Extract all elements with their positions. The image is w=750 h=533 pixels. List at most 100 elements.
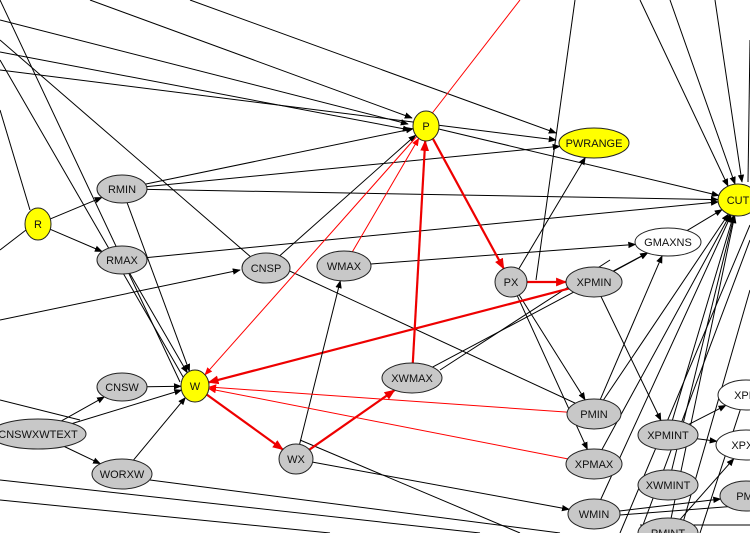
edge-xpmax-to-cut [601, 213, 731, 450]
node-pwrange[interactable]: PWRANGE [558, 127, 630, 159]
node-w[interactable]: W [180, 369, 210, 403]
edge-worxw-to-w [133, 396, 186, 461]
edge-cnsp-to-p [279, 134, 417, 257]
node-xwmax[interactable]: XWMAX [381, 362, 443, 394]
node-label: WORXW [100, 469, 145, 481]
node-gmaxns[interactable]: GMAXNS [634, 227, 702, 257]
node-label: WX [287, 454, 305, 466]
node-wx[interactable]: WX [278, 443, 314, 475]
edge-wx-to-wmin [312, 461, 570, 512]
edge-px-to-pmin [518, 294, 586, 401]
node-shape [278, 443, 314, 475]
node-xpmax[interactable]: XPMAX [565, 448, 623, 480]
node-shape [558, 127, 630, 159]
edge-xpmint-to-cut [671, 214, 735, 421]
node-label: XPMINT [647, 430, 689, 442]
stray-edge [429, 0, 521, 117]
node-label: CNSWXWTEXT [0, 429, 78, 441]
node-cut[interactable]: CUT [717, 183, 750, 217]
node-label: PWRANGE [566, 138, 623, 150]
node-worxw[interactable]: WORXW [91, 458, 153, 490]
stray-edge [254, 254, 591, 411]
node-shape [565, 448, 623, 480]
stray-edge [0, 499, 331, 533]
node-label: PMI [736, 491, 750, 503]
node-wmax[interactable]: WMAX [316, 250, 372, 282]
stray-edge [0, 39, 253, 259]
node-label: CUT [727, 195, 750, 207]
edge-cnswxwtext-to-cnsw [61, 396, 105, 422]
edge-r-to-rmin [50, 196, 103, 220]
edge-wmin-to-pmi [619, 496, 722, 512]
node-shape [567, 498, 621, 530]
node-label: PX [504, 277, 519, 289]
stray-edge [0, 109, 31, 211]
node-shape [637, 517, 699, 533]
node-xpmin[interactable]: XPMIN [565, 266, 623, 298]
node-cnsp[interactable]: CNSP [241, 252, 291, 284]
node-label: PMINT [651, 528, 686, 533]
stray-edge [0, 399, 81, 421]
node-shape [717, 379, 750, 411]
node-shape [715, 429, 750, 461]
node-shape [96, 245, 148, 275]
edge-wmax-to-p [351, 137, 420, 252]
node-label: WMIN [579, 509, 610, 521]
edge-xpmin-to-w [207, 287, 570, 385]
stray-edge [189, 0, 557, 134]
node-shape [719, 480, 750, 512]
node-p[interactable]: P [412, 110, 440, 142]
stray-edge [299, 439, 521, 533]
stray-edge [0, 479, 481, 533]
node-rmin[interactable]: RMIN [96, 174, 148, 204]
node-label: XPMIN [577, 277, 612, 289]
edge-pmin-to-cut [603, 213, 729, 401]
edge-pmint-to-cut [670, 215, 737, 519]
node-label: XPM [734, 390, 750, 402]
edge-rmin-to-cut [146, 188, 719, 203]
node-shape [24, 207, 52, 241]
edge-rmin-to-p [145, 127, 414, 185]
edge-rmax-to-w [129, 273, 188, 374]
node-xpxv[interactable]: XPXV [715, 429, 750, 461]
node-xpmint[interactable]: XPMINT [637, 419, 699, 451]
node-xpm[interactable]: XPM [717, 379, 750, 411]
stray-edge [714, 0, 745, 183]
node-label: WMAX [327, 261, 362, 273]
node-label: GMAXNS [644, 237, 692, 249]
node-shape [494, 266, 528, 298]
node-cnsw[interactable]: CNSW [96, 372, 148, 402]
node-shape [91, 458, 153, 490]
edge-wx-to-xwmax [308, 389, 396, 451]
node-label: W [190, 381, 201, 393]
node-wmin[interactable]: WMIN [567, 498, 621, 530]
node-label: XPXV [731, 440, 750, 452]
node-pmin[interactable]: PMIN [566, 398, 622, 430]
edge-px-to-xpmax [516, 295, 588, 451]
node-rmax[interactable]: RMAX [96, 245, 148, 275]
stray-edge [0, 59, 187, 383]
node-shape [566, 398, 622, 430]
node-px[interactable]: PX [494, 266, 528, 298]
node-shape [565, 266, 623, 298]
node-shape [412, 110, 440, 142]
edge-xpmint-to-xpxv [697, 437, 718, 444]
edge-cnswxwtext-to-worxw [64, 446, 102, 465]
node-pmi[interactable]: PMI [719, 480, 750, 512]
edge-rmax-to-cut [146, 199, 719, 259]
node-pmint[interactable]: PMINT [637, 517, 699, 533]
node-shape [637, 419, 699, 451]
node-shape [96, 174, 148, 204]
edge-wx-to-wmax [299, 280, 342, 445]
edge-rmin-to-w [126, 202, 191, 373]
node-xwmint[interactable]: XWMINT [637, 469, 699, 501]
node-label: R [34, 219, 42, 231]
node-cnswxwtext[interactable]: CNSWXWTEXT [0, 418, 87, 450]
edge-cnswxwtext-to-w [72, 389, 183, 424]
stray-edge [0, 69, 557, 143]
node-shape [316, 250, 372, 282]
edge-wmax-to-gmaxns [370, 241, 637, 265]
node-label: CNSW [105, 382, 139, 394]
node-r[interactable]: R [24, 207, 52, 241]
edge-w-to-wx [206, 393, 284, 451]
